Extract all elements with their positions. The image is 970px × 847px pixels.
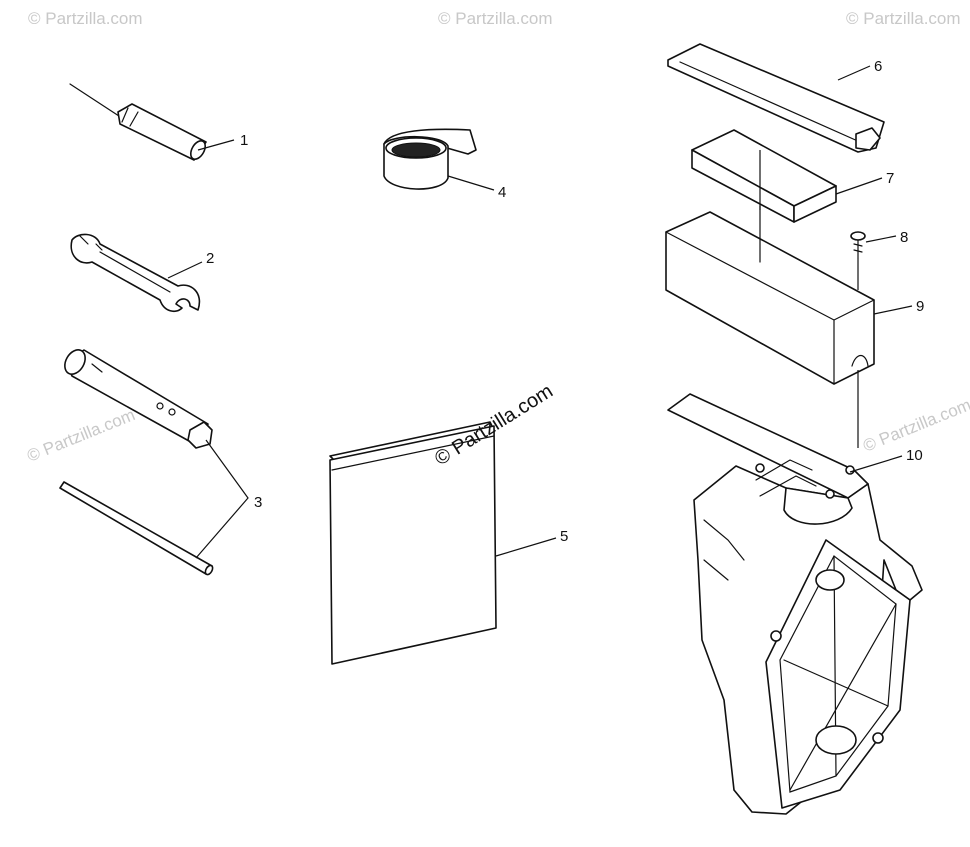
manual-part[interactable]	[329, 421, 497, 665]
callout-9: 9	[916, 298, 924, 315]
watermark-top-right: © Partzilla.com	[846, 9, 961, 28]
callout-1: 1	[240, 132, 248, 149]
watermark-mid-left: © Partzilla.com	[24, 405, 137, 466]
callout-6: 6	[874, 58, 882, 75]
screw-part[interactable]	[850, 231, 866, 259]
tray-part[interactable]	[665, 205, 875, 385]
leader-3	[195, 439, 249, 559]
strap-roll-part[interactable]	[383, 128, 477, 190]
lid-part[interactable]	[667, 43, 885, 153]
leader-9	[873, 305, 913, 315]
callout-8: 8	[900, 229, 908, 246]
watermark-top-center: © Partzilla.com	[438, 9, 553, 28]
wrench-part[interactable]	[70, 233, 201, 313]
leader-6	[837, 65, 871, 81]
callout-2: 2	[206, 250, 214, 267]
callout-7: 7	[886, 170, 894, 187]
foam-pad-part[interactable]	[691, 129, 837, 223]
leader-2	[167, 261, 203, 279]
tommy-bar-part[interactable]	[59, 481, 214, 576]
leader-8	[865, 235, 897, 243]
leader-1	[197, 139, 235, 151]
housing-part[interactable]	[667, 393, 923, 815]
callout-5: 5	[560, 528, 568, 545]
watermark-top-left: © Partzilla.com	[28, 9, 143, 28]
callout-3: 3	[254, 494, 262, 511]
socket-wrench-part[interactable]	[61, 346, 213, 449]
leader-7	[835, 177, 883, 195]
callout-10: 10	[906, 447, 923, 464]
leader-5	[495, 537, 557, 557]
leader-10	[849, 455, 903, 473]
callout-4: 4	[498, 184, 506, 201]
leader-4	[447, 175, 495, 191]
screwdriver-part[interactable]	[69, 83, 208, 162]
